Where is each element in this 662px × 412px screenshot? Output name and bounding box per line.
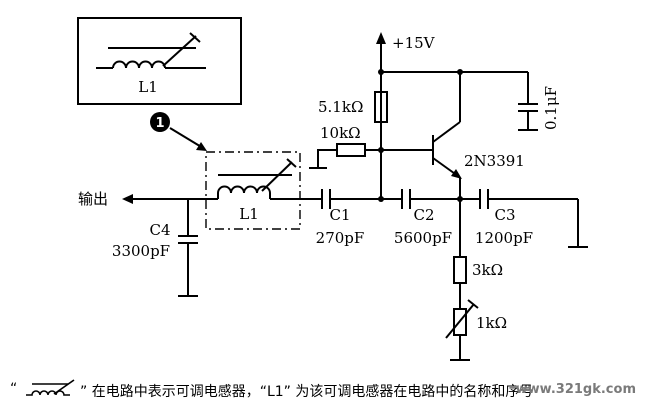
inset-l1-label: L1 bbox=[138, 78, 158, 96]
c-tank-label: 0.1μF bbox=[542, 86, 560, 130]
r-3k-label: 3kΩ bbox=[472, 261, 503, 279]
l1-inductor-icon bbox=[217, 158, 297, 199]
r-5k1-label: 5.1kΩ bbox=[318, 98, 363, 116]
inset-inductor-icon bbox=[96, 32, 206, 69]
supply-arrow-icon bbox=[376, 32, 386, 44]
marker-badge bbox=[150, 112, 170, 132]
caption-text: ” 在电路中表示可调电感器，“L1” 为该可调电感器在电路中的名称和序号 bbox=[80, 384, 534, 400]
caption: “ ” 在电路中表示可调电感器，“L1” 为该可调电感器在电路中的名称和序号 bbox=[0, 372, 662, 406]
c2-value: 5600pF bbox=[394, 229, 452, 247]
r-1k-variable-resistor-icon bbox=[445, 299, 479, 339]
marker-number: 1 bbox=[155, 116, 164, 131]
caption-open-quote: “ bbox=[10, 381, 18, 397]
junction-dot bbox=[378, 196, 384, 202]
inset-box bbox=[77, 17, 242, 105]
r-10k-resistor-icon bbox=[336, 143, 366, 157]
r-1k-label: 1kΩ bbox=[476, 314, 507, 332]
output-arrow-icon bbox=[122, 194, 133, 204]
c1-name: C1 bbox=[329, 206, 350, 224]
marker-arrow bbox=[169, 127, 204, 149]
supply-label: +15V bbox=[392, 34, 436, 52]
c3-capacitor-icon bbox=[479, 189, 489, 209]
caption-inductor-icon bbox=[26, 379, 75, 396]
transistor-icon bbox=[432, 72, 462, 199]
r-10k-label: 10kΩ bbox=[320, 124, 361, 142]
r-5k1-resistor-icon bbox=[374, 91, 388, 123]
marker-arrowhead bbox=[196, 142, 207, 151]
c4-capacitor-icon bbox=[178, 199, 198, 297]
r-10k-ground-wire bbox=[317, 149, 337, 168]
c3-name: C3 bbox=[494, 206, 515, 224]
watermark: www.321gk.com bbox=[515, 382, 636, 397]
c2-name: C2 bbox=[413, 206, 434, 224]
c4-value: 3300pF bbox=[112, 242, 170, 260]
schematic-svg: L1 1 输出 L1 C4 3300pF C1 270pF C2 5600p bbox=[77, 17, 588, 361]
output-label: 输出 bbox=[78, 190, 108, 208]
c3-value: 1200pF bbox=[475, 229, 533, 247]
c4-name: C4 bbox=[149, 221, 170, 239]
c-tank-capacitor-icon bbox=[518, 72, 538, 131]
junction-dot bbox=[378, 147, 384, 153]
r-3k-resistor-icon bbox=[453, 256, 467, 284]
c2-capacitor-icon bbox=[401, 189, 411, 209]
l1-label: L1 bbox=[239, 205, 259, 223]
c1-value: 270pF bbox=[316, 229, 365, 247]
junction-dot bbox=[378, 69, 384, 75]
l1-dashdot-box bbox=[205, 151, 301, 230]
transistor-label: 2N3391 bbox=[464, 152, 525, 170]
